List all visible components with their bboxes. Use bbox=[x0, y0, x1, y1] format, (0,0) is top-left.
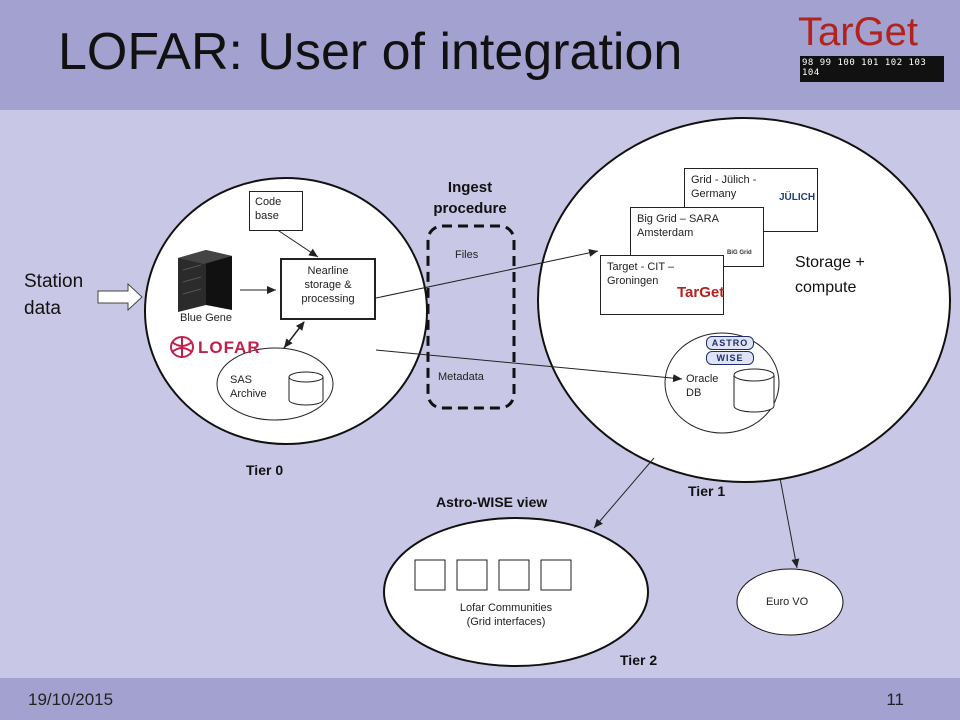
astro-logo-line-2: WISE bbox=[706, 351, 754, 365]
station-data-line-1: Station bbox=[24, 271, 84, 292]
community-square-1 bbox=[414, 559, 446, 591]
storage-compute-line-1: Storage + bbox=[795, 254, 865, 271]
station-data-arrow bbox=[97, 282, 143, 312]
grid-julich-line-1: Grid - Jülich - bbox=[691, 174, 757, 186]
big-grid-line-2: Amsterdam bbox=[637, 227, 694, 239]
communities-line-2: (Grid interfaces) bbox=[466, 616, 546, 628]
lofar-logo-icon bbox=[170, 336, 194, 358]
header-band bbox=[0, 0, 960, 110]
nearline-line-1: Nearline bbox=[307, 265, 349, 277]
slide-page-number: 11 bbox=[886, 690, 904, 709]
ingest-title: Ingest procedure bbox=[420, 177, 520, 219]
station-data-label: Station data bbox=[24, 268, 83, 322]
tier1-label: Tier 1 bbox=[688, 483, 726, 499]
storage-compute-label: Storage + compute bbox=[795, 250, 865, 300]
slide-title: LOFAR: User of integration bbox=[58, 23, 683, 81]
target-cit-box: Target - CIT – Groningen TarGet bbox=[600, 255, 724, 315]
oracle-db-line-2: DB bbox=[686, 387, 702, 399]
nearline-line-2: storage & bbox=[304, 279, 352, 291]
target-cit-line-1: Target - CIT – bbox=[607, 261, 675, 273]
tier0-label: Tier 0 bbox=[246, 462, 284, 478]
euro-vo-ellipse bbox=[736, 568, 844, 636]
station-data-line-2: data bbox=[24, 298, 61, 319]
metadata-arrow bbox=[375, 349, 683, 383]
files-arrow bbox=[375, 248, 599, 299]
oracle-db-line-1: Oracle bbox=[686, 373, 719, 385]
blue-gene-server-icon bbox=[178, 250, 232, 312]
sas-archive-line-2: Archive bbox=[230, 388, 267, 400]
target-mini-logo: TarGet bbox=[677, 284, 725, 301]
tier2-label: Tier 2 bbox=[620, 652, 658, 668]
lofar-logo-text: LOFAR bbox=[198, 338, 261, 357]
oracle-cylinder-icon bbox=[733, 368, 775, 413]
metadata-label: Metadata bbox=[438, 371, 484, 383]
code-to-nearline-arrow bbox=[275, 228, 319, 258]
sas-cylinder-icon bbox=[288, 371, 324, 406]
big-grid-line-1: Big Grid – SARA bbox=[637, 213, 719, 225]
code-base-box: Code base bbox=[249, 191, 303, 231]
target-logo-strip: 98 99 100 101 102 103 104 bbox=[800, 56, 944, 82]
storage-compute-line-2: compute bbox=[795, 279, 857, 296]
target-logo-text: TarGet bbox=[798, 10, 919, 54]
big-grid-logo-text: BiG Grid bbox=[727, 250, 752, 256]
community-square-4 bbox=[540, 559, 572, 591]
ingest-title-line-1: Ingest bbox=[447, 179, 493, 196]
astro-wise-view-title: Astro-WISE view bbox=[436, 494, 548, 510]
blue-gene-label: Blue Gene bbox=[180, 312, 232, 324]
grid-julich-line-2: Germany bbox=[691, 188, 737, 200]
nearline-sas-arrow bbox=[283, 321, 305, 349]
slide-date: 19/10/2015 bbox=[28, 690, 114, 709]
euro-vo-label: Euro VO bbox=[766, 596, 809, 608]
community-square-2 bbox=[456, 559, 488, 591]
tier1-to-eurovo-arrow bbox=[779, 477, 800, 569]
nearline-line-3: processing bbox=[301, 293, 355, 305]
files-label: Files bbox=[455, 249, 479, 261]
community-square-3 bbox=[498, 559, 530, 591]
code-base-line-1: Code bbox=[255, 196, 282, 208]
target-logo: TarGet 98 99 100 101 102 103 104 bbox=[798, 10, 948, 84]
astro-logo-line-1: ASTRO bbox=[706, 336, 754, 350]
julich-logo-text: JÜLICH bbox=[779, 192, 816, 203]
target-cit-line-2: Groningen bbox=[607, 275, 659, 287]
sas-archive-label: SAS Archive bbox=[230, 373, 267, 401]
lofar-communities-label: Lofar Communities (Grid interfaces) bbox=[436, 601, 576, 629]
astro-wise-logo: ASTRO WISE bbox=[706, 336, 754, 365]
code-base-line-2: base bbox=[255, 210, 279, 222]
tier2-ellipse bbox=[383, 517, 649, 667]
sas-archive-line-1: SAS bbox=[230, 374, 253, 386]
communities-line-1: Lofar Communities bbox=[459, 602, 553, 614]
footer-band bbox=[0, 678, 960, 720]
tier1-to-tier2-arrow bbox=[593, 457, 655, 529]
nearline-box: Nearline storage & processing bbox=[280, 258, 376, 320]
oracle-db-label: Oracle DB bbox=[686, 372, 718, 400]
ingest-title-line-2: procedure bbox=[433, 200, 507, 217]
